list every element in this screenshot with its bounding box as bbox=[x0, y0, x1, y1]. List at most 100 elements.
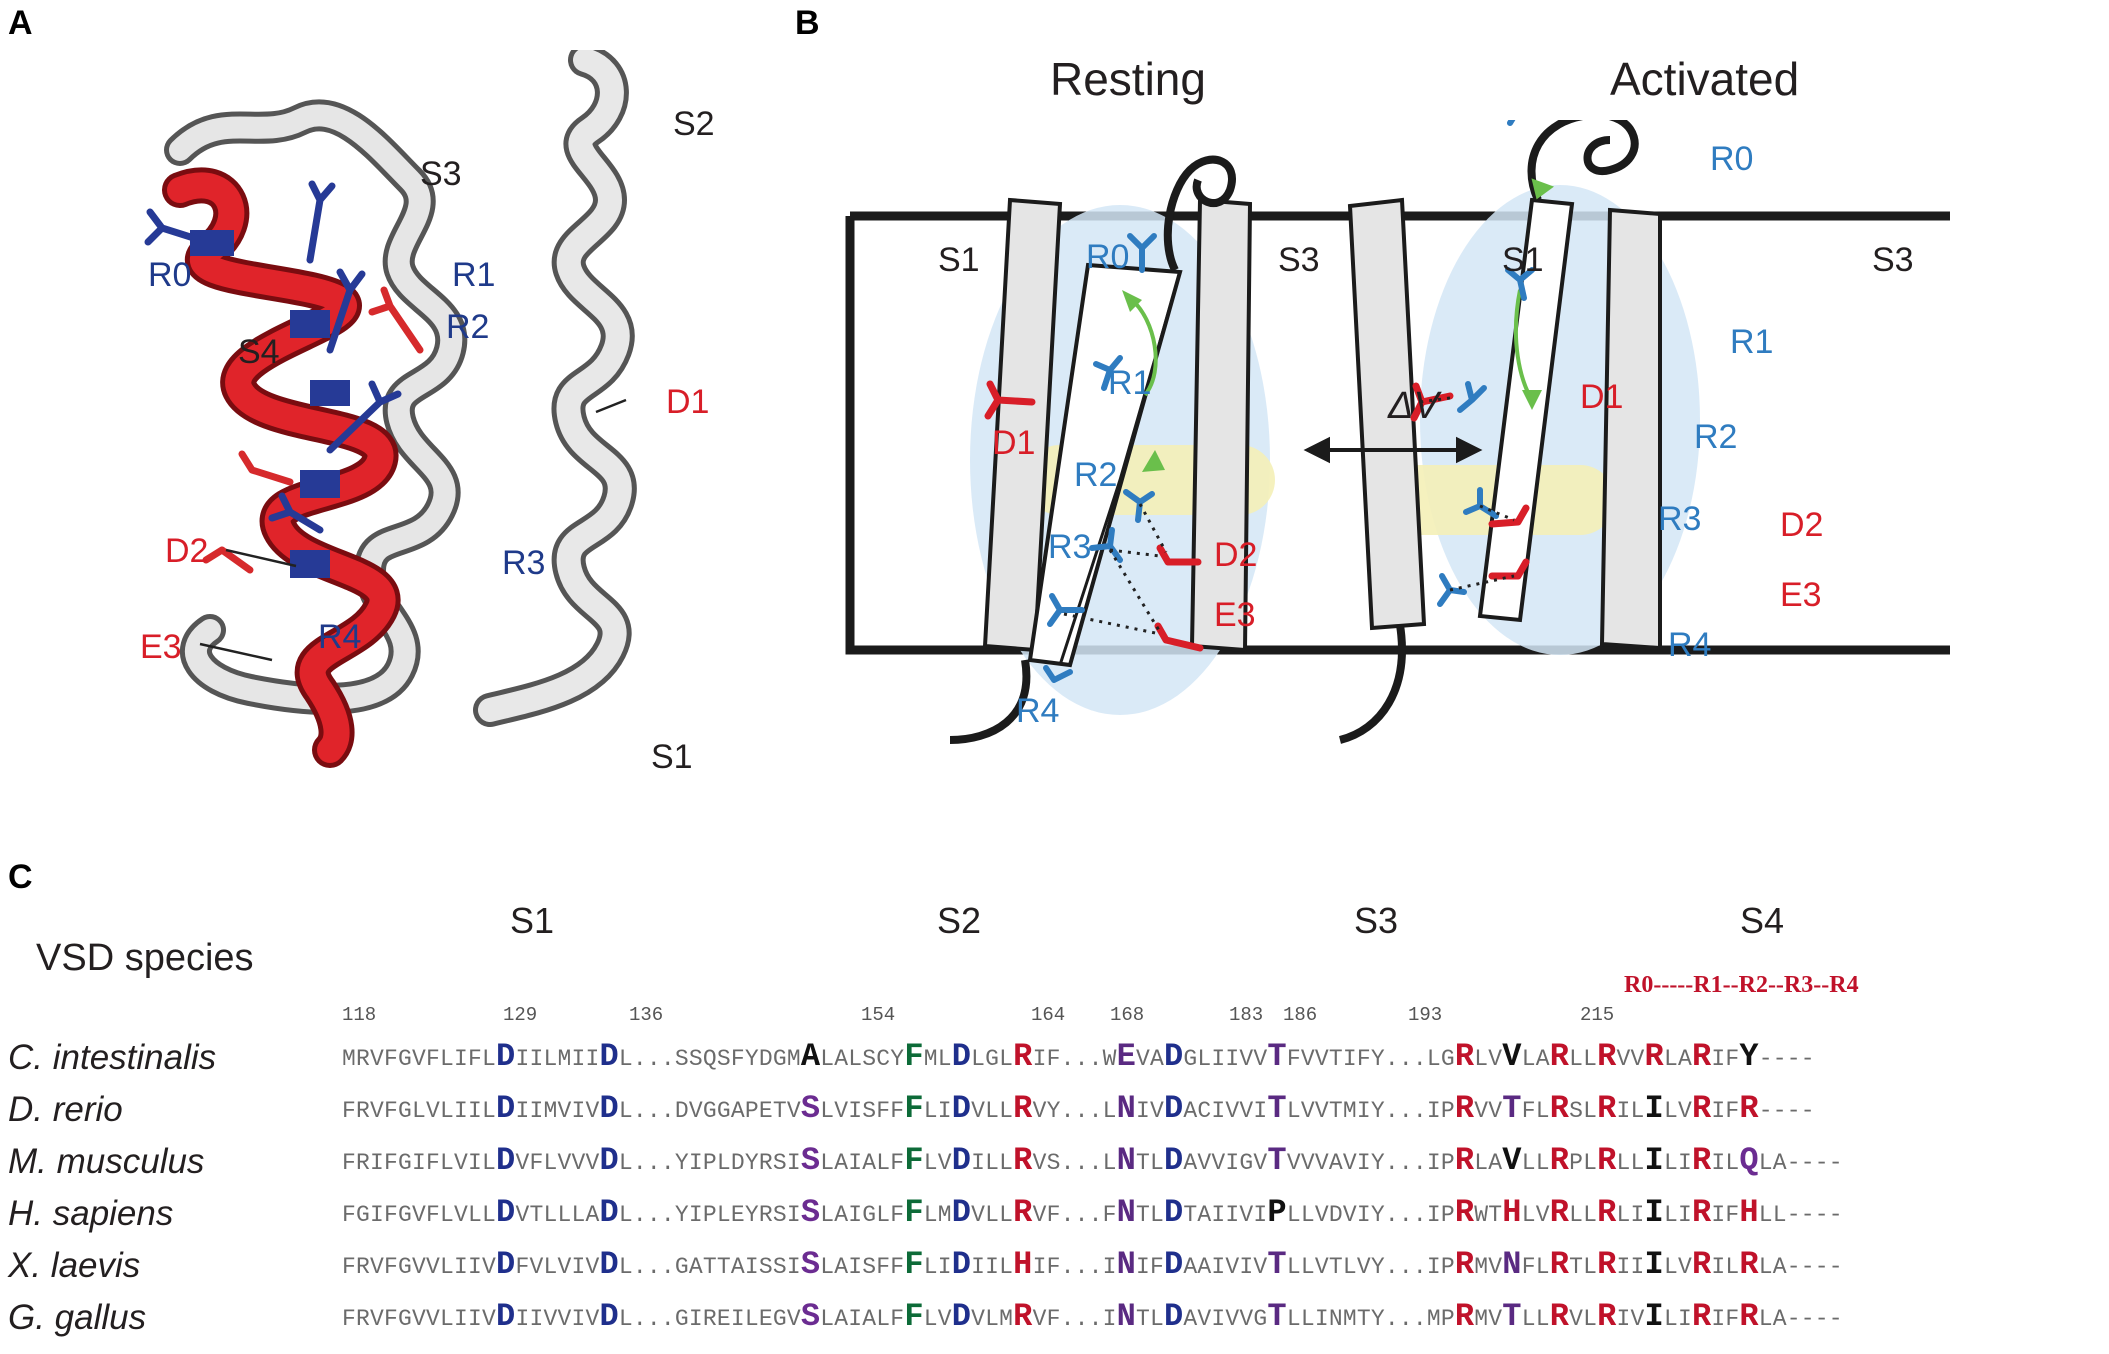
b-title-activated: Activated bbox=[1610, 53, 1800, 105]
highlighted-residue: S bbox=[800, 1142, 821, 1179]
highlighted-residue: D bbox=[599, 1194, 619, 1231]
highlighted-residue: A bbox=[800, 1038, 821, 1075]
c-sequence-row: FRVFGVVLIIVDIIVVIVDL...GIREILEGVSLAIALFF… bbox=[342, 1298, 1843, 1335]
panel-letter-c: C bbox=[8, 858, 33, 896]
c-sequence-row: FRVFGVVLIIVDFVLVIVDL...GATTAISSISLAISFFF… bbox=[342, 1246, 1843, 1283]
highlighted-residue: T bbox=[1267, 1298, 1287, 1335]
highlighted-residue: E bbox=[1116, 1038, 1136, 1075]
highlighted-residue: I bbox=[1644, 1194, 1664, 1231]
highlighted-residue: T bbox=[1267, 1246, 1287, 1283]
highlighted-residue: D bbox=[496, 1194, 516, 1231]
b-act-d1: D1 bbox=[1580, 378, 1624, 416]
vsd-activated bbox=[1338, 120, 1700, 744]
highlighted-residue: R bbox=[1013, 1194, 1033, 1231]
highlighted-residue: D bbox=[599, 1298, 619, 1335]
highlighted-residue: D bbox=[1164, 1142, 1184, 1179]
b-rest-r0: R0 bbox=[1086, 238, 1130, 276]
b-act-s3: S3 bbox=[1872, 241, 1914, 279]
a-label-s1: S1 bbox=[651, 738, 693, 776]
highlighted-residue: R bbox=[1597, 1298, 1617, 1335]
c-position-168: 168 bbox=[1110, 1004, 1145, 1026]
highlighted-residue: I bbox=[1644, 1246, 1664, 1283]
highlighted-residue: T bbox=[1502, 1090, 1522, 1127]
c-species-name: C. intestinalis bbox=[8, 1038, 217, 1077]
highlighted-residue: R bbox=[1013, 1090, 1033, 1127]
highlighted-residue: R bbox=[1739, 1298, 1759, 1335]
highlighted-residue: T bbox=[1267, 1038, 1287, 1075]
c-sequence-row: FRVFGLVLIILDIIMVIVDL...DVGGAPETVSLVISFFF… bbox=[342, 1090, 1815, 1127]
highlighted-residue: V bbox=[1502, 1142, 1522, 1179]
b-act-s1: S1 bbox=[1502, 241, 1544, 279]
highlighted-residue: D bbox=[496, 1038, 516, 1075]
highlighted-residue: R bbox=[1644, 1038, 1664, 1075]
helix-s1-s2 bbox=[473, 50, 637, 727]
c-sequence-row: FGIFGVFLVLLDVTLLLADL...YIPLEYRSISLAIGLFF… bbox=[342, 1194, 1843, 1231]
highlighted-residue: R bbox=[1691, 1298, 1712, 1335]
c-position-129: 129 bbox=[503, 1004, 538, 1026]
b-rest-s3: S3 bbox=[1278, 241, 1320, 279]
highlighted-residue: Y bbox=[1739, 1038, 1759, 1075]
c-sequence-row: FRIFGIFLVILDVFLVVVDL...YIPLDYRSISLAIALFF… bbox=[342, 1142, 1843, 1179]
highlighted-residue: N bbox=[1116, 1142, 1136, 1179]
vsd-resting bbox=[949, 155, 1275, 744]
highlighted-residue: R bbox=[1013, 1298, 1033, 1335]
highlighted-residue: D bbox=[1164, 1298, 1184, 1335]
highlighted-residue: F bbox=[904, 1142, 924, 1179]
c-position-164: 164 bbox=[1031, 1004, 1066, 1026]
b-rest-r4: R4 bbox=[1016, 692, 1060, 730]
b-rest-e3: E3 bbox=[1214, 596, 1256, 634]
helix-s3 bbox=[164, 99, 468, 715]
highlighted-residue: R bbox=[1454, 1142, 1475, 1179]
highlighted-residue: D bbox=[1164, 1090, 1184, 1127]
c-species-name: M. musculus bbox=[8, 1142, 205, 1181]
highlighted-residue: T bbox=[1502, 1298, 1522, 1335]
a-label-r2: R2 bbox=[446, 308, 490, 346]
highlighted-residue: R bbox=[1691, 1142, 1712, 1179]
b-act-d2: D2 bbox=[1780, 506, 1824, 544]
arginine-side-chains bbox=[144, 180, 402, 534]
highlighted-residue: D bbox=[1164, 1038, 1184, 1075]
highlighted-residue: R bbox=[1597, 1090, 1617, 1127]
c-position-183: 183 bbox=[1229, 1004, 1264, 1026]
c-arginine-motif: R0-----R1--R2--R3--R4 bbox=[1624, 972, 1859, 998]
c-segment-s2: S2 bbox=[937, 900, 982, 941]
highlighted-residue: D bbox=[496, 1246, 516, 1283]
highlighted-residue: S bbox=[800, 1194, 821, 1231]
a-label-d1: D1 bbox=[666, 383, 710, 421]
highlighted-residue: H bbox=[1502, 1194, 1522, 1231]
highlighted-residue: D bbox=[951, 1142, 972, 1179]
highlighted-residue: F bbox=[904, 1194, 924, 1231]
highlighted-residue: R bbox=[1549, 1142, 1570, 1179]
c-species-name: D. rerio bbox=[8, 1090, 123, 1129]
a-label-r4: R4 bbox=[318, 618, 362, 656]
highlighted-residue: V bbox=[1502, 1038, 1522, 1075]
highlighted-residue: T bbox=[1267, 1090, 1287, 1127]
a-label-r3: R3 bbox=[502, 544, 546, 582]
c-species-name: H. sapiens bbox=[8, 1194, 174, 1233]
highlighted-residue: R bbox=[1597, 1194, 1617, 1231]
highlighted-residue: P bbox=[1267, 1194, 1287, 1231]
b-rest-s1: S1 bbox=[938, 241, 980, 279]
b-rest-r1: R1 bbox=[1108, 364, 1152, 402]
b-act-r0: R0 bbox=[1710, 140, 1754, 178]
delta-v-arrow bbox=[1303, 436, 1483, 464]
highlighted-residue: N bbox=[1502, 1246, 1522, 1283]
b-act-r2: R2 bbox=[1694, 418, 1738, 456]
highlighted-residue: R bbox=[1549, 1194, 1570, 1231]
highlighted-residue: D bbox=[951, 1194, 972, 1231]
a-label-s4: S4 bbox=[238, 333, 280, 371]
highlighted-residue: R bbox=[1013, 1038, 1033, 1075]
c-sequence-row: MRVFGVFLIFLDIILMIIDL...SSQSFYDGMALALSCYF… bbox=[342, 1038, 1815, 1075]
a-label-d2: D2 bbox=[165, 532, 209, 570]
b-act-r3: R3 bbox=[1658, 500, 1702, 538]
a-label-r1: R1 bbox=[452, 256, 496, 294]
highlighted-residue: D bbox=[599, 1038, 619, 1075]
c-position-193: 193 bbox=[1408, 1004, 1443, 1026]
helix-s4 bbox=[162, 167, 401, 768]
highlighted-residue: D bbox=[951, 1090, 972, 1127]
b-title-resting: Resting bbox=[1050, 53, 1206, 105]
c-segment-s1: S1 bbox=[510, 900, 555, 941]
highlighted-residue: F bbox=[904, 1090, 924, 1127]
c-species-header: VSD species bbox=[36, 937, 254, 979]
highlighted-residue: D bbox=[599, 1090, 619, 1127]
